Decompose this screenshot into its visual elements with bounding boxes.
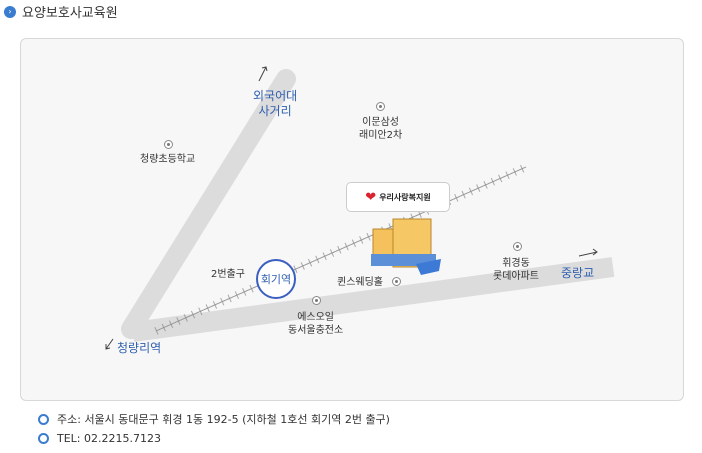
landmark-school: 청량초등학교: [140, 154, 196, 165]
road-horizontal: [131, 257, 615, 342]
landmark-marker: [164, 140, 173, 149]
landmark-marker: [513, 242, 522, 251]
railway: [155, 166, 527, 332]
landmark-marker: [376, 102, 385, 111]
landmark-marker: [392, 277, 401, 286]
address-line: 주소: 서울시 동대문구 휘경 1동 192-5 (지하철 1호선 회기역 2번…: [38, 411, 390, 427]
map-roads: [105, 66, 615, 350]
station-exit-label: 2번출구: [211, 269, 245, 280]
title-text: 요양보호사교육원: [22, 6, 118, 21]
tel-line: TEL: 02.2215.7123: [38, 432, 161, 445]
landmark-marker: [312, 296, 321, 305]
building-illustration: [371, 218, 441, 275]
road-label-jungnanggyo: 중랑교: [561, 266, 595, 280]
arrow-right-icon: [578, 248, 598, 257]
arrow-up-icon: [258, 66, 268, 82]
road-label-cheongnyangni: 청량리역: [117, 341, 162, 355]
station-hoegi: 회기역: [256, 259, 296, 299]
bullet-ring-icon: [38, 433, 49, 444]
arrow-down-icon: [105, 338, 114, 350]
bullet-ring-icon: [38, 413, 49, 425]
destination-callout: ❤우리사랑복지원: [346, 182, 450, 212]
arrow-bullet-icon: ›: [4, 5, 16, 18]
road-diagonal: [121, 69, 296, 339]
heart-logo-icon: ❤: [365, 189, 377, 205]
page-title: › 요양보호사교육원: [4, 2, 118, 21]
landmark-wedding-hall: 퀸스웨딩홀: [337, 277, 383, 288]
